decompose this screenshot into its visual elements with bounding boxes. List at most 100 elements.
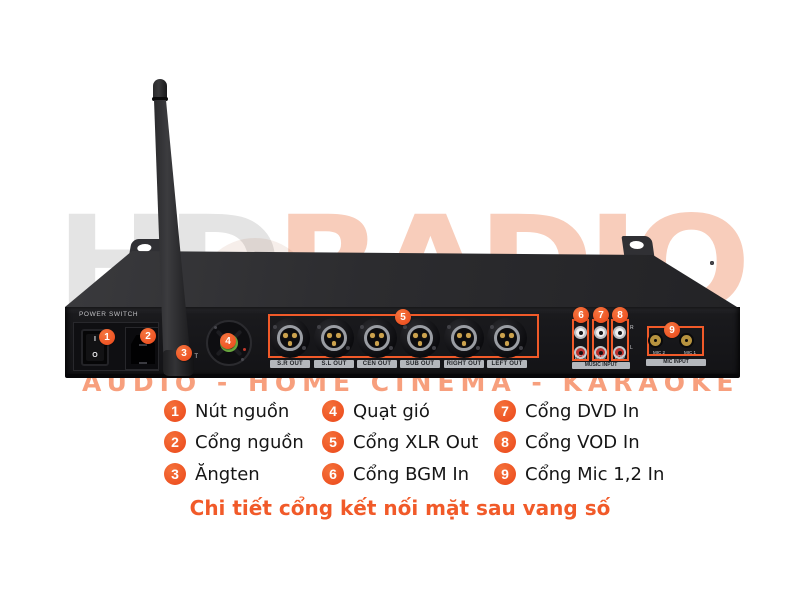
fan-screw <box>241 358 244 361</box>
rca-jack-dvd-white <box>594 326 607 339</box>
rack-ear-hole <box>136 244 153 252</box>
badge-6-bgm-in: 6 <box>573 307 589 323</box>
xlr-connector-sub-out <box>400 318 440 358</box>
rca-jack-vod-white <box>613 326 626 339</box>
legend-label-8: Cổng VOD In <box>525 431 640 453</box>
xlr-screw <box>490 325 494 329</box>
mic-jack-2 <box>650 335 661 346</box>
mic-jack-1 <box>681 335 692 346</box>
legend-item-1: 1 Nút nguồn <box>164 400 289 422</box>
rack-ear-hole <box>629 241 645 249</box>
xlr-pin <box>422 333 427 338</box>
xlr-ring <box>364 325 390 351</box>
xlr-pin <box>461 341 466 346</box>
xlr-screw <box>302 346 306 350</box>
badge-4-fan: 4 <box>220 333 236 349</box>
xlr-connector-cen-out <box>357 318 397 358</box>
badge-8-vod-in: 8 <box>612 307 628 323</box>
xlr-connector-right-out <box>444 318 484 358</box>
xlr-pin <box>500 333 505 338</box>
xlr-label-left-out: LEFT OUT <box>487 360 527 368</box>
xlr-pin <box>417 341 422 346</box>
chassis-screw <box>710 261 714 265</box>
xlr-label-sl-out: S.L OUT <box>314 360 354 368</box>
antenna-ring <box>152 97 168 101</box>
badge-3-antenna: 3 <box>176 345 192 361</box>
power-inlet-pin <box>139 344 147 346</box>
xlr-screw <box>273 325 277 329</box>
rca-jack-bgm-red <box>574 346 587 359</box>
xlr-pin <box>370 333 375 338</box>
legend-label-6: Cổng BGM In <box>353 463 470 485</box>
xlr-pin <box>331 341 336 346</box>
xlr-screw <box>360 325 364 329</box>
xlr-screw <box>346 346 350 350</box>
badge-5-xlr-out: 5 <box>395 309 411 325</box>
xlr-label-sr-out: S.R OUT <box>270 360 310 368</box>
legend-item-3: 3 Ăngten <box>164 463 260 485</box>
xlr-ring <box>277 325 303 351</box>
xlr-pin <box>413 333 418 338</box>
rca-group-label-bgm: BGM <box>574 355 587 361</box>
switch-off-mark: O <box>92 352 98 359</box>
xlr-pin <box>336 333 341 338</box>
xlr-pin <box>504 341 509 346</box>
antenna-tip <box>153 79 167 100</box>
rca-jack-vod-red <box>613 346 626 359</box>
legend-badge-6: 6 <box>322 463 344 485</box>
xlr-screw <box>317 325 321 329</box>
legend-label-1: Nút nguồn <box>195 400 290 422</box>
power-switch-label: POWER SWITCH <box>79 311 139 318</box>
xlr-pin <box>283 333 288 338</box>
rca-jack-bgm-white <box>574 326 587 339</box>
rca-side-label-l: L <box>630 345 633 351</box>
xlr-pin <box>509 333 514 338</box>
legend-badge-7: 7 <box>494 400 516 422</box>
badge-1-power-switch: 1 <box>99 329 115 345</box>
xlr-pin <box>374 341 379 346</box>
badge-9-mic-in: 9 <box>664 322 680 338</box>
legend-badge-1: 1 <box>164 400 186 422</box>
music-input-label: MUSIC INPUT <box>572 362 630 369</box>
xlr-screw <box>389 346 393 350</box>
mic-label-1: MIC 1 <box>683 350 696 355</box>
xlr-pin <box>379 333 384 338</box>
xlr-connector-sr-out <box>270 318 310 358</box>
legend-badge-4: 4 <box>322 400 344 422</box>
legend-label-2: Cổng nguồn <box>195 431 304 453</box>
xlr-pin <box>466 333 471 338</box>
xlr-pin <box>457 333 462 338</box>
rca-side-label-r: R <box>630 325 634 331</box>
xlr-screw <box>476 346 480 350</box>
legend-label-3: Ăngten <box>195 463 260 485</box>
rca-group-label-vod: VOD <box>614 355 625 361</box>
legend-badge-9: 9 <box>494 463 516 485</box>
caption: Chi tiết cổng kết nối mặt sau vang số <box>189 496 611 520</box>
xlr-ring <box>494 325 520 351</box>
xlr-label-sub-out: SUB OUT <box>400 360 440 368</box>
badge-7-dvd-in: 7 <box>593 307 609 323</box>
xlr-ring <box>451 325 477 351</box>
xlr-screw <box>519 346 523 350</box>
xlr-pin <box>292 333 297 338</box>
device-bottom-edge <box>65 374 740 378</box>
fan-led <box>243 348 246 351</box>
rack-ear-right <box>621 236 655 258</box>
xlr-label-right-out: RIGHT OUT <box>444 360 484 368</box>
badge-2-power-inlet: 2 <box>140 328 156 344</box>
legend-item-8: 8 Cổng VOD In <box>494 431 640 453</box>
rca-group-label-dvd: DVD <box>595 355 606 361</box>
legend-badge-8: 8 <box>494 431 516 453</box>
xlr-screw <box>447 325 451 329</box>
legend-badge-3: 3 <box>164 463 186 485</box>
legend-item-2: 2 Cổng nguồn <box>164 431 304 453</box>
mic-label-2: MIC 2 <box>652 350 665 355</box>
xlr-connector-sl-out <box>314 318 354 358</box>
xlr-screw <box>432 346 436 350</box>
legend-badge-2: 2 <box>164 431 186 453</box>
xlr-connector-left-out <box>487 318 527 358</box>
